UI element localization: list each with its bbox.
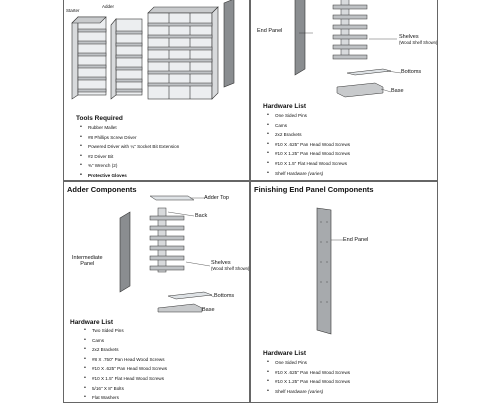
adder-bottoms-label: Bottoms bbox=[214, 293, 235, 299]
adder-hardware-list: Two Sided Pins Cams 2x2 Brackets #8 X .7… bbox=[84, 326, 167, 402]
finishing-hardware-list: One Sided Pins #10 X .625" Pan Head Wood… bbox=[267, 358, 350, 396]
hardware-item: One Sided Pins bbox=[267, 111, 350, 121]
combined-shelves bbox=[147, 22, 213, 87]
adder-components-illustration bbox=[119, 195, 215, 313]
starter-label: Starter bbox=[66, 8, 80, 13]
intermediate-panel-part bbox=[119, 211, 131, 293]
adder-top-label: Adder Top bbox=[204, 195, 229, 201]
hardware-item: Cams bbox=[84, 336, 167, 346]
tool-item: #2 Driver Bit bbox=[80, 152, 179, 162]
finishing-end-panel-part bbox=[316, 207, 332, 335]
hardware-item: #10 X 1.5" Flat Head Wood Screws bbox=[267, 159, 350, 169]
hardware-item: #10 X 1.25" Pan Head Wood Screws bbox=[267, 149, 350, 159]
hardware-item: #10 X 1.5" Flat Head Wood Screws bbox=[84, 374, 167, 384]
adder-top-part bbox=[149, 195, 195, 201]
hardware-item: 2x2 Brackets bbox=[267, 130, 350, 140]
hardware-item: #10 X 1.25" Pan Head Wood Screws bbox=[267, 377, 350, 387]
hardware-item: #10 X .625" Pan Head Wood Screws bbox=[84, 364, 167, 374]
shelf-stack bbox=[332, 0, 368, 60]
finishing-end-panel-components-panel: Finishing End Panel Components End Panel… bbox=[250, 181, 438, 403]
shelving-units-illustration bbox=[71, 0, 235, 100]
adder-base-part bbox=[157, 303, 203, 313]
hardware-item: 2x2 Brackets bbox=[84, 345, 167, 355]
shelves-label: Shelves (Wood Shelf Shown) bbox=[399, 34, 438, 45]
bottoms-label: Bottoms bbox=[401, 69, 422, 75]
finishing-components-title: Finishing End Panel Components bbox=[254, 185, 374, 194]
tools-panel: Starter Adder Tools Required Rubber Mall… bbox=[63, 0, 250, 181]
adder-components-title: Adder Components bbox=[67, 185, 137, 194]
tool-item: Powered Driver with ¼" Socket Bit Extens… bbox=[80, 142, 179, 152]
tools-required-heading: Tools Required bbox=[76, 115, 123, 122]
tool-item: #8 Phillips Screw Driver bbox=[80, 133, 179, 143]
bottoms-part bbox=[346, 68, 392, 76]
adder-base-label: Base bbox=[202, 307, 215, 313]
starter-shelves bbox=[77, 28, 107, 93]
hardware-item: Shelf Hardware (varies) bbox=[267, 169, 350, 179]
hardware-item: #10 X .625" Pan Head Wood Screws bbox=[267, 140, 350, 150]
adder-shelf-stack bbox=[149, 207, 185, 273]
adder-components-panel: Adder Components Adder Top Back Intermed… bbox=[63, 181, 250, 403]
tool-item: Rubber Mallet bbox=[80, 123, 179, 133]
finishing-end-panel bbox=[223, 0, 235, 88]
hardware-item: Shelf Hardware (varies) bbox=[267, 387, 350, 397]
base-label: Base bbox=[391, 88, 404, 94]
finishing-hardware-heading: Hardware List bbox=[263, 350, 306, 357]
hardware-item: One Sided Pins bbox=[267, 358, 350, 368]
adder-hardware-heading: Hardware List bbox=[70, 319, 113, 326]
base-part bbox=[336, 82, 384, 98]
hardware-item: Flat Washers bbox=[84, 393, 167, 402]
finishing-end-panel-illustration bbox=[316, 207, 343, 335]
adder-shelves-label: Shelves (Wood Shelf Shown) bbox=[211, 260, 250, 271]
end-panel-label: End Panel bbox=[257, 28, 283, 34]
end-panel-part bbox=[294, 0, 306, 76]
adder-shelves bbox=[115, 30, 143, 93]
tool-item: ⅜" Wrench (2) bbox=[80, 161, 179, 171]
hardware-list-heading: Hardware List bbox=[263, 103, 306, 110]
starter-hardware-list: One Sided Pins Cams 2x2 Brackets #10 X .… bbox=[267, 111, 350, 178]
hardware-item: 5/16" X 8" Bolts bbox=[84, 384, 167, 394]
starter-components-illustration bbox=[294, 0, 402, 98]
tools-list: Rubber Mallet #8 Phillips Screw Driver P… bbox=[80, 123, 179, 180]
hardware-item: Two Sided Pins bbox=[84, 326, 167, 336]
back-label: Back bbox=[195, 213, 208, 219]
finishing-end-panel-label: End Panel bbox=[343, 237, 369, 243]
starter-hardware-panel: End Panel Shelves (Wood Shelf Shown) Bot… bbox=[250, 0, 438, 181]
tool-item: Protective Gloves bbox=[80, 171, 179, 180]
hardware-item: Cams bbox=[267, 121, 350, 131]
adder-bottoms-part bbox=[167, 291, 213, 300]
hardware-item: #8 X .750" Pan Head Wood Screws bbox=[84, 355, 167, 365]
adder-label: Adder bbox=[102, 4, 115, 9]
hardware-item: #10 X .625" Pan Head Wood Screws bbox=[267, 368, 350, 378]
